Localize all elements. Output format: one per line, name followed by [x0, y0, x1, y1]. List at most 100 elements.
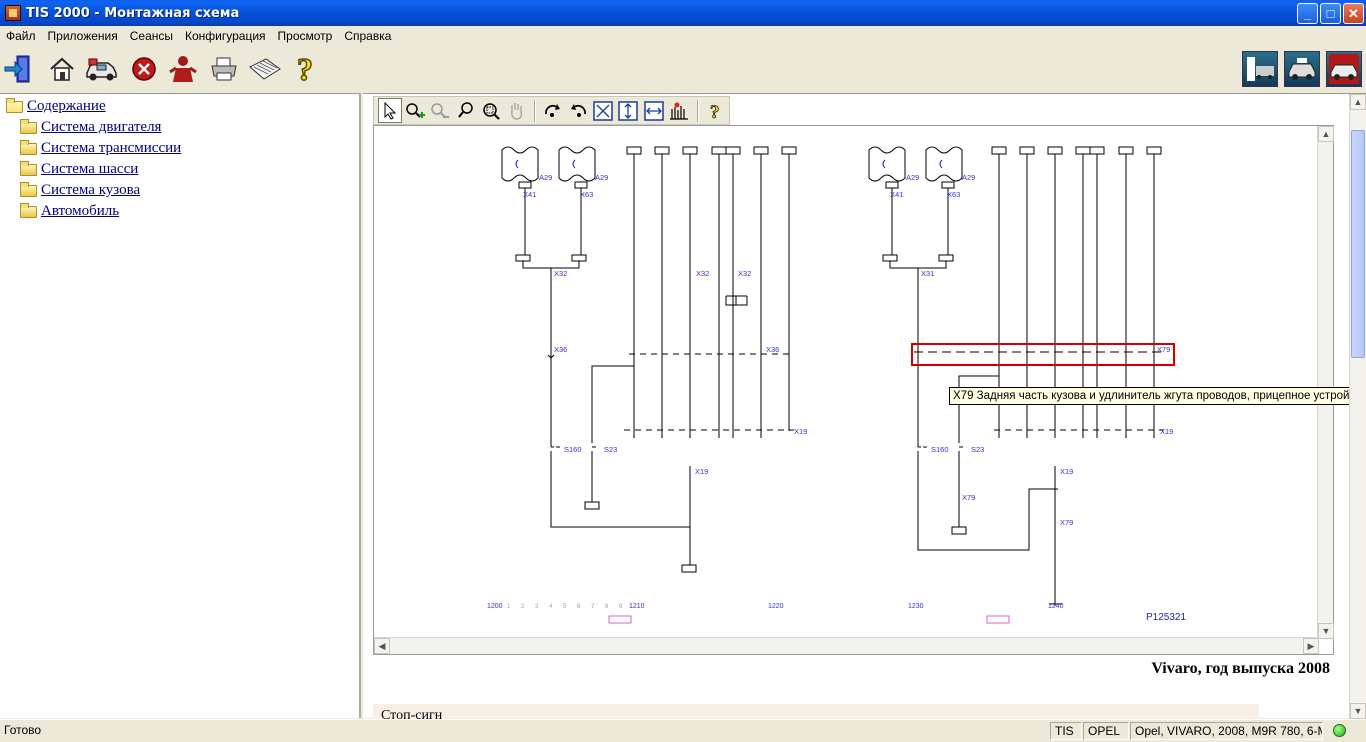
zoom-window-icon[interactable] [479, 98, 503, 123]
label-x41-left: X41 [523, 190, 536, 199]
app-icon[interactable] [5, 5, 21, 21]
rotate-left-icon[interactable] [566, 98, 590, 123]
pointer-icon[interactable] [378, 98, 403, 123]
label-s160-left: S160 [564, 445, 582, 454]
maximize-button[interactable]: □ [1320, 3, 1341, 24]
scale-1210: 1210 [629, 603, 645, 610]
status-text: Готово [4, 723, 42, 737]
menu-bar: Файл Приложения Сеансы Конфигурация Прос… [0, 26, 1366, 45]
svg-text:?: ? [710, 102, 720, 121]
fit-all-icon[interactable] [591, 98, 615, 123]
label-x19-right: X19 [1160, 427, 1173, 436]
printer-icon[interactable] [207, 52, 241, 86]
scroll-down-icon[interactable]: ▼ [1318, 623, 1334, 639]
home-icon[interactable] [45, 52, 79, 86]
car-icon[interactable] [84, 52, 118, 86]
menu-configuration[interactable]: Конфигурация [185, 28, 266, 43]
tree-item-vehicle[interactable]: Автомобиль [20, 202, 119, 220]
vehicle-service-icon[interactable] [1284, 51, 1320, 87]
close-button[interactable]: ✕ [1343, 3, 1364, 24]
vehicle-diagnosis-icon[interactable] [1326, 51, 1362, 87]
connector-tooltip: X79 Задняя часть кузова и удлинитель жгу… [949, 387, 1366, 405]
vehicle-caption: Vivaro, год выпуска 2008 [1151, 660, 1330, 677]
scale-minor-7: 7 [591, 604, 595, 610]
exit-icon[interactable] [2, 52, 36, 86]
label-x32-left: X32 [554, 269, 567, 278]
minimize-button[interactable]: _ [1297, 3, 1318, 24]
wiring-diagram[interactable]: A29 A29 X41 X63 X32 X32 X32 X36 X36 X19 … [373, 125, 1366, 655]
signal-trace-icon[interactable] [667, 98, 691, 123]
contents-tree: Содержание Система двигателя Система тра… [0, 93, 361, 718]
folder-icon [20, 202, 37, 218]
doc-scroll-thumb[interactable] [1351, 130, 1365, 358]
menu-view[interactable]: Просмотр [277, 28, 333, 43]
tree-item-chassis[interactable]: Система шасси [20, 160, 139, 178]
stop-icon[interactable] [127, 52, 161, 86]
label-x32-mid: X32 [696, 269, 709, 278]
tree-root-label: Содержание [27, 98, 106, 114]
zoom-in-icon[interactable] [403, 98, 427, 123]
left-circuit [501, 146, 797, 573]
doc-scroll-down-icon[interactable]: ▼ [1350, 703, 1366, 719]
connection-status-icon [1333, 724, 1346, 737]
scale-minor-3: 3 [535, 604, 539, 610]
zoom-out-icon[interactable] [428, 98, 452, 123]
title-bar[interactable]: TIS 2000 - Монтажная схема _ □ ✕ [0, 0, 1366, 26]
tree-item-engine[interactable]: Система двигателя [20, 118, 161, 136]
scale-1230: 1230 [908, 603, 924, 610]
scale-minor-1: 1 [507, 604, 511, 610]
minor-scale: 1 2 3 4 5 6 7 8 9 [507, 604, 623, 610]
scale-minor-8: 8 [605, 604, 609, 610]
label-x19-left: X19 [794, 427, 807, 436]
rotate-right-icon[interactable] [541, 98, 565, 123]
document-panel: ? [363, 93, 1366, 719]
scroll-left-icon[interactable]: ◀ [374, 638, 390, 654]
doc-scroll-up-icon[interactable]: ▲ [1350, 94, 1366, 110]
menu-file[interactable]: Файл [6, 28, 36, 43]
fit-height-icon[interactable] [616, 98, 640, 123]
label-x79-bottom2: X79 [1060, 518, 1073, 527]
diagram-horizontal-scrollbar[interactable]: ◀ ▶ [374, 637, 1319, 654]
fit-width-icon[interactable] [642, 98, 666, 123]
vehicle-data-icon[interactable] [1242, 51, 1278, 87]
main-toolbar: ? [0, 46, 1366, 92]
toolbar-separator [696, 99, 699, 122]
label-s160-right: S160 [931, 445, 949, 454]
diagram-help-icon[interactable]: ? [704, 98, 728, 123]
folder-icon [20, 118, 37, 134]
tree-item-body[interactable]: Система кузова [20, 181, 141, 199]
menu-sessions[interactable]: Сеансы [129, 28, 173, 43]
tree-item-label: Система кузова [41, 182, 141, 198]
label-x41-right: X41 [890, 190, 903, 199]
pan-hand-icon[interactable] [504, 98, 528, 123]
help-icon[interactable]: ? [290, 52, 324, 86]
document-vertical-scrollbar[interactable]: ▲ ▼ [1349, 94, 1366, 719]
scroll-up-icon[interactable]: ▲ [1318, 126, 1334, 142]
cross-ref-box-left[interactable] [608, 615, 632, 624]
folder-icon [20, 160, 37, 176]
label-x79-top: X79 [1157, 345, 1170, 354]
tree-item-label: Система шасси [41, 161, 139, 177]
zoom-icon[interactable] [454, 98, 478, 123]
label-s23-left: S23 [604, 445, 617, 454]
wiring-diagram-canvas: A29 A29 X41 X63 X32 X32 X32 X36 X36 X19 … [487, 146, 1186, 624]
x79-highlight[interactable] [911, 343, 1175, 366]
diagram-toolbar: ? [373, 96, 730, 125]
scroll-right-icon[interactable]: ▶ [1303, 638, 1319, 654]
menu-applications[interactable]: Приложения [47, 28, 118, 43]
cross-ref-box-right[interactable] [986, 615, 1010, 624]
status-bar: Готово TIS OPEL Opel, VIVARO, 2008, M9R … [0, 719, 1366, 742]
tree-item-transmission[interactable]: Система трансмиссии [20, 139, 181, 157]
label-x63-left: X63 [580, 190, 593, 199]
status-vehicle: Opel, VIVARO, 2008, M9R 780, 6-MT [1130, 722, 1323, 740]
folder-icon [20, 139, 37, 155]
diagram-vertical-scrollbar[interactable]: ▲ ▼ [1317, 126, 1334, 639]
notepad-icon[interactable] [248, 52, 282, 86]
label-x19-bottom-right: X19 [1060, 467, 1073, 476]
tree-root[interactable]: Содержание [6, 97, 106, 115]
person-icon[interactable] [166, 52, 200, 86]
label-a29-left2: A29 [595, 173, 608, 182]
menu-help[interactable]: Справка [344, 28, 392, 43]
svg-text:?: ? [297, 53, 313, 85]
